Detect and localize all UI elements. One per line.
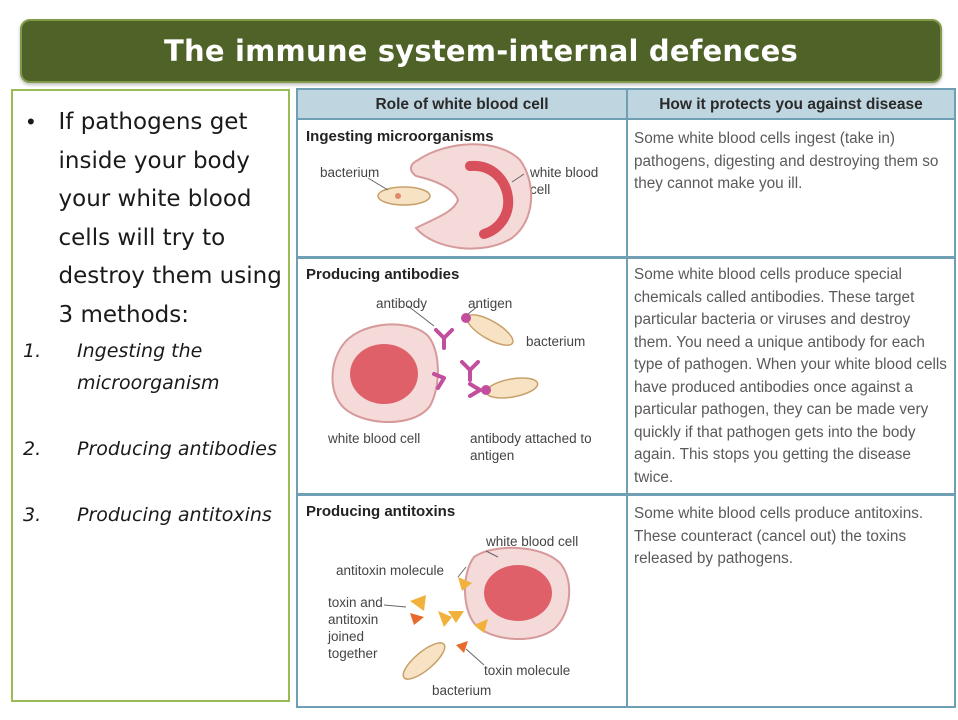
antigen-icon — [461, 313, 471, 323]
bacterium-shape — [485, 377, 539, 399]
label-white-blood-cell: white blood cell — [530, 165, 599, 197]
pointer-line — [383, 604, 407, 608]
method-number: 1. — [23, 340, 42, 362]
method-text: Producing antibodies — [77, 438, 277, 460]
pointer-line — [467, 305, 479, 315]
bacterium-shape — [377, 186, 431, 206]
row-desc-antitoxins: Some white blood cells produce antitoxin… — [634, 505, 924, 567]
method-text: Producing antitoxins — [77, 504, 272, 526]
label-antigen: antigen — [468, 296, 513, 311]
method-number: 3. — [23, 504, 42, 526]
label-toxin-molecule: toxin molecule — [484, 663, 571, 678]
toxin-molecule-icon — [456, 641, 468, 653]
cell-nucleus — [484, 565, 552, 621]
label-antibody: antibody — [376, 296, 428, 311]
row-title-antitoxins: Producing antitoxins — [306, 503, 456, 520]
method-item: 2. Producing antibodies — [23, 433, 285, 465]
label-antibody-attached: antibody attached to antigen — [470, 431, 592, 463]
method-number: 2. — [23, 438, 42, 460]
bacterium-dot — [395, 193, 401, 199]
ingesting-illustration — [367, 143, 533, 250]
pointer-line — [485, 550, 499, 558]
antitoxins-illustration — [383, 546, 571, 680]
label-bacterium: bacterium — [320, 165, 380, 180]
label-bacterium: bacterium — [432, 683, 492, 698]
antigen-icon — [481, 385, 491, 395]
method-item: 1. Ingesting the microorganism — [23, 335, 285, 399]
row-desc-antibodies: Some white blood cells produce special c… — [634, 266, 947, 486]
page-title: The immune system-internal defences — [164, 34, 798, 68]
cell-nucleus — [350, 344, 418, 404]
antitoxin-icon — [448, 577, 488, 633]
bacterium-shape — [466, 314, 514, 346]
header-role: Role of white blood cell — [375, 96, 549, 113]
column-divider — [626, 90, 628, 706]
antibodies-illustration — [331, 305, 539, 423]
pointer-line — [457, 566, 467, 578]
row-title-ingesting: Ingesting microorganisms — [306, 128, 494, 145]
antibody-icon — [432, 328, 480, 390]
pointer-line — [367, 177, 389, 191]
pointer-line — [511, 173, 525, 183]
label-white-blood-cell: white blood cell — [486, 534, 579, 549]
row-title-antibodies: Producing antibodies — [306, 266, 460, 283]
row-desc-ingesting: Some white blood cells ingest (take in) … — [634, 130, 939, 192]
attached-antibody-icon — [468, 382, 484, 398]
bullet-point: • If pathogens get inside your body your… — [27, 103, 287, 334]
method-text: Ingesting the microorganism — [77, 340, 220, 394]
bacterium-shape — [402, 642, 446, 680]
label-bacterium: bacterium — [526, 334, 586, 349]
pointer-line — [465, 648, 485, 666]
lobed-nucleus — [465, 160, 514, 239]
header-protection: How it protects you against disease — [659, 96, 923, 113]
defence-table: Role of white blood cell How it protects… — [296, 88, 956, 708]
title-banner: The immune system-internal defences — [20, 19, 942, 83]
row-divider — [298, 256, 954, 259]
bullet-text: If pathogens get inside your body your w… — [58, 109, 282, 328]
left-text-panel: • If pathogens get inside your body your… — [11, 89, 290, 702]
bullet-icon: • — [27, 109, 35, 134]
label-toxin-antitoxin-joined: toxin and antitoxin joined together — [328, 595, 383, 661]
label-white-blood-cell: white blood cell — [328, 431, 421, 446]
methods-list: 1. Ingesting the microorganism 2. Produc… — [23, 335, 285, 565]
toxin-antitoxin-pair-icon — [410, 595, 452, 627]
label-antitoxin-molecule: antitoxin molecule — [336, 563, 445, 578]
method-item: 3. Producing antitoxins — [23, 499, 285, 531]
row-divider — [298, 493, 954, 496]
pointer-line — [407, 305, 435, 327]
